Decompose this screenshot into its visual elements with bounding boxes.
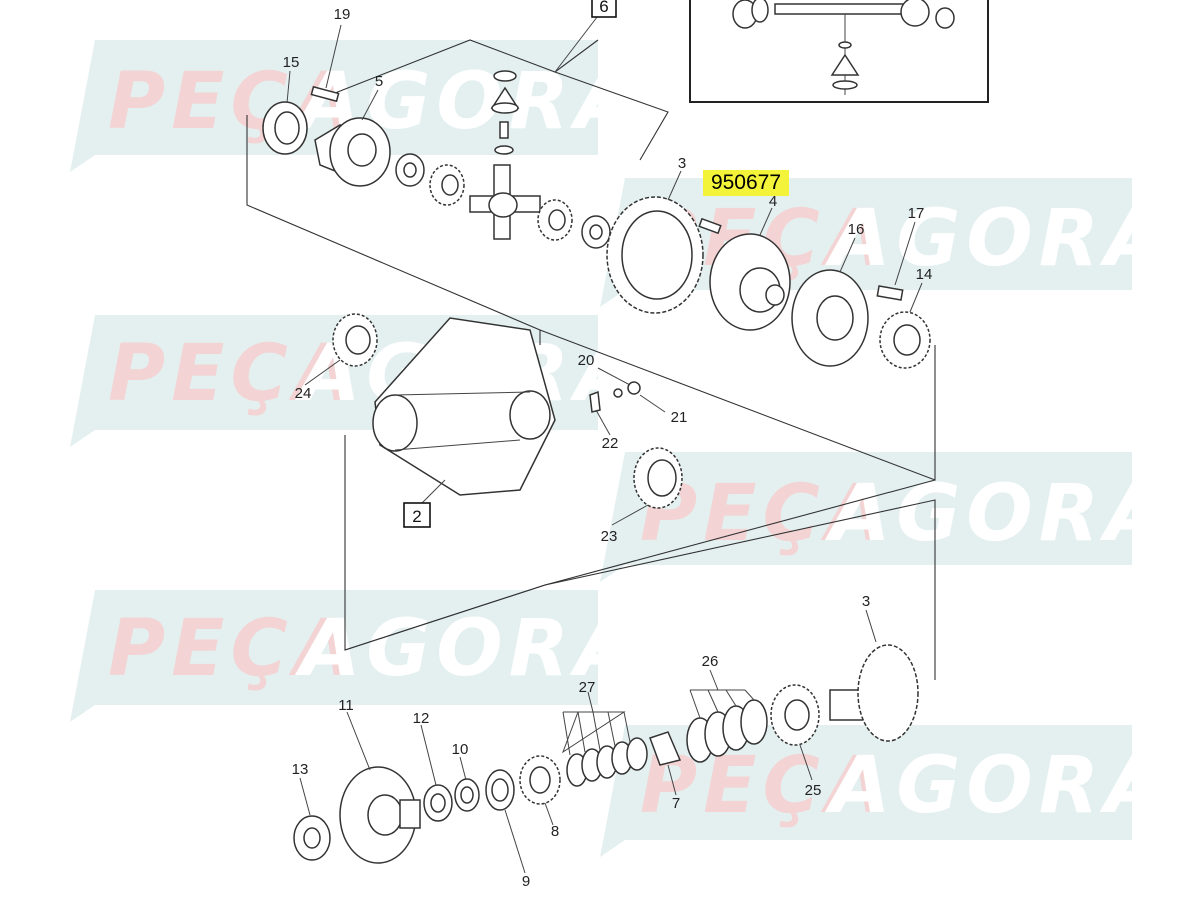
- part-label: 3: [862, 593, 870, 610]
- part-17-bolt: [876, 285, 904, 301]
- watermark-right: AGORA: [294, 604, 641, 694]
- part-3-ring-gear: [606, 196, 704, 314]
- part-label: 14: [916, 266, 933, 283]
- part-washer: [395, 153, 425, 187]
- part-12-seal: [423, 784, 453, 822]
- part-4-case-half: [709, 233, 791, 331]
- part-label: 22: [602, 435, 619, 452]
- leader-lines: [286, 24, 923, 874]
- inset-overview: [689, 0, 989, 103]
- part-20-21-22-hardware: [589, 381, 641, 413]
- assembly-frames: [246, 7, 936, 680]
- part-label: 10: [452, 741, 469, 758]
- part-pinion-stack: [490, 70, 520, 155]
- part-label: 8: [551, 823, 559, 840]
- part-label: 13: [292, 761, 309, 778]
- part-pin-highlighted: [698, 217, 722, 235]
- watermark-right: AGORA: [824, 741, 1171, 831]
- part-washer-2: [581, 215, 611, 249]
- watermark-right: AGORA: [824, 194, 1171, 284]
- part-24-bearing: [332, 313, 378, 367]
- part-labels: 19 15 5 3 4 17 16 14 24 20 21 22 23 3 26…: [283, 6, 933, 890]
- part-label: 17: [908, 205, 925, 222]
- part-label: 20: [578, 352, 595, 369]
- part-8-bearing: [519, 755, 561, 805]
- part-side-gear: [429, 164, 465, 206]
- part-16-plate: [791, 269, 869, 367]
- watermarks: PEÇA AGORA PEÇA AGORA PEÇA AGORA PEÇA AG…: [70, 40, 1171, 857]
- boxed-label: 2: [403, 502, 431, 528]
- part-3-pinion-gear: [829, 644, 919, 742]
- part-25-bearing: [770, 684, 820, 746]
- part-label: 25: [805, 782, 822, 799]
- part-14-bearing: [879, 311, 931, 369]
- highlighted-part-number: 950677: [703, 170, 789, 196]
- part-label: 23: [601, 528, 618, 545]
- watermark-left: PEÇA: [108, 329, 360, 419]
- boxed-label-text: 6: [599, 0, 608, 16]
- part-5-case-half: [314, 117, 391, 187]
- part-10-ring: [454, 778, 480, 812]
- part-side-gear-2: [537, 199, 573, 241]
- watermark-band: PEÇA AGORA: [70, 590, 641, 722]
- watermark-right: AGORA: [824, 469, 1171, 559]
- watermark-left: PEÇA: [640, 741, 892, 831]
- part-label: 19: [334, 6, 351, 23]
- part-label: 4: [769, 193, 777, 210]
- watermark-band: PEÇA AGORA: [600, 725, 1171, 857]
- part-11-flange: [339, 766, 421, 864]
- part-label: 24: [295, 385, 312, 402]
- part-27-shims: [566, 737, 648, 787]
- watermark-left: PEÇA: [108, 604, 360, 694]
- part-label: 3: [678, 155, 686, 172]
- part-label: 7: [672, 795, 680, 812]
- part-label: 12: [413, 710, 430, 727]
- part-label: 27: [579, 679, 596, 696]
- part-13-nut: [293, 815, 331, 861]
- part-19-bolt: [310, 85, 340, 103]
- part-label: 26: [702, 653, 719, 670]
- part-9-shim: [485, 769, 515, 811]
- part-label: 16: [848, 221, 865, 238]
- part-23-bearing: [633, 447, 683, 509]
- watermark-left: PEÇA: [108, 57, 360, 147]
- part-label: 11: [338, 697, 354, 714]
- boxed-label-text: 2: [412, 507, 421, 526]
- part-label: 21: [671, 409, 688, 426]
- part-label: 5: [375, 73, 383, 90]
- watermark-band: PEÇA AGORA: [600, 452, 1171, 582]
- part-label: 15: [283, 54, 300, 71]
- part-2-housing: [372, 317, 556, 496]
- part-spider-shaft: [469, 164, 541, 240]
- part-15-bearing: [262, 101, 308, 155]
- part-7-spacer: [649, 731, 682, 766]
- boxed-label: 6: [591, 0, 617, 18]
- part-label: 9: [522, 873, 530, 890]
